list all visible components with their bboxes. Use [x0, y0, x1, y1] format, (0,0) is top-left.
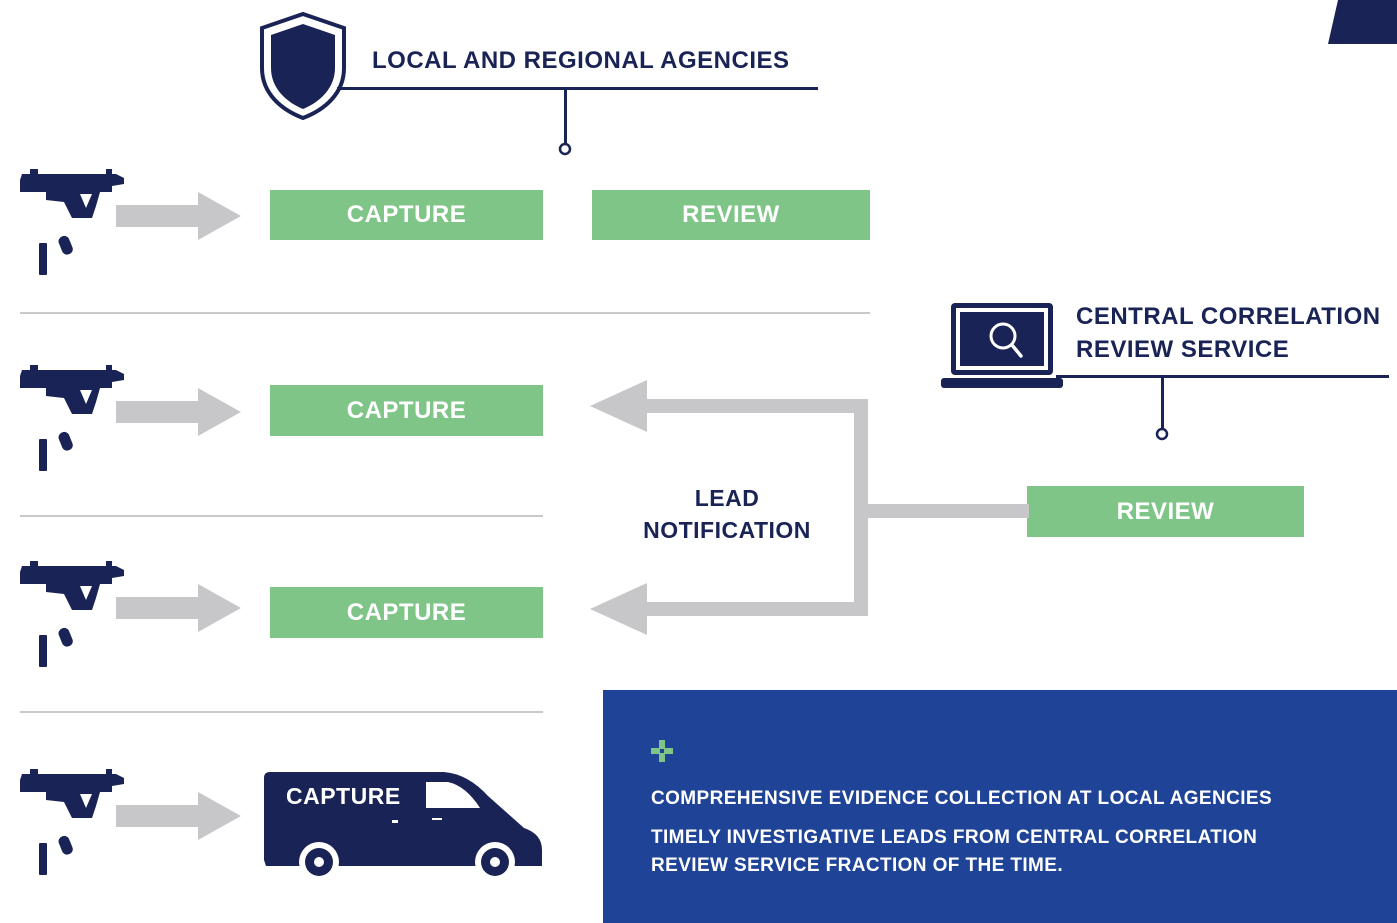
benefit-line1: COMPREHENSIVE EVIDENCE COLLECTION AT LOC… — [651, 788, 1273, 809]
local-connector — [564, 90, 567, 146]
central-connector — [1161, 378, 1164, 430]
central-review-title: CENTRAL CORRELATION REVIEW SERVICE — [1076, 300, 1381, 366]
row-divider — [20, 312, 870, 314]
local-agencies-title: LOCAL AND REGIONAL AGENCIES — [372, 47, 790, 74]
benefits-panel: COMPREHENSIVE EVIDENCE COLLECTION AT LOC… — [603, 690, 1397, 923]
benefit-line2: TIMELY INVESTIGATIVE LEADS FROM CENTRAL … — [651, 827, 1258, 848]
handgun-icon — [20, 769, 241, 875]
handgun-icon — [20, 365, 241, 471]
central-title-line1: CENTRAL CORRELATION — [1076, 303, 1381, 330]
benefit-line3: REVIEW SERVICE FRACTION OF THE TIME. — [651, 855, 1064, 876]
handgun-icon — [20, 169, 241, 275]
capture-box-row1: CAPTURE — [270, 190, 543, 240]
local-agencies-underline — [337, 87, 818, 90]
lead-line2: NOTIFICATION — [643, 517, 811, 543]
capture-box-row3: CAPTURE — [270, 587, 543, 638]
capture-label-van: CAPTURE — [286, 783, 401, 809]
corner-decoration — [1328, 0, 1397, 44]
central-title-line2: REVIEW SERVICE — [1076, 336, 1290, 363]
review-box-local: REVIEW — [592, 190, 870, 240]
capture-box-row2: CAPTURE — [270, 385, 543, 436]
lead-notification-label: LEAD NOTIFICATION — [622, 482, 832, 546]
plus-icon — [651, 740, 673, 762]
local-connector-node — [558, 142, 572, 156]
laptop-icon — [941, 303, 1063, 388]
van-icon — [264, 772, 542, 882]
row-divider — [20, 711, 543, 713]
review-box-central: REVIEW — [1027, 486, 1304, 537]
central-underline — [1056, 375, 1389, 378]
shield-icon — [260, 11, 346, 120]
handgun-icon — [20, 561, 241, 667]
lead-line1: LEAD — [694, 485, 760, 511]
central-connector-node — [1155, 427, 1169, 441]
row-divider — [20, 515, 543, 517]
lead-notification-arrows — [590, 380, 1029, 635]
